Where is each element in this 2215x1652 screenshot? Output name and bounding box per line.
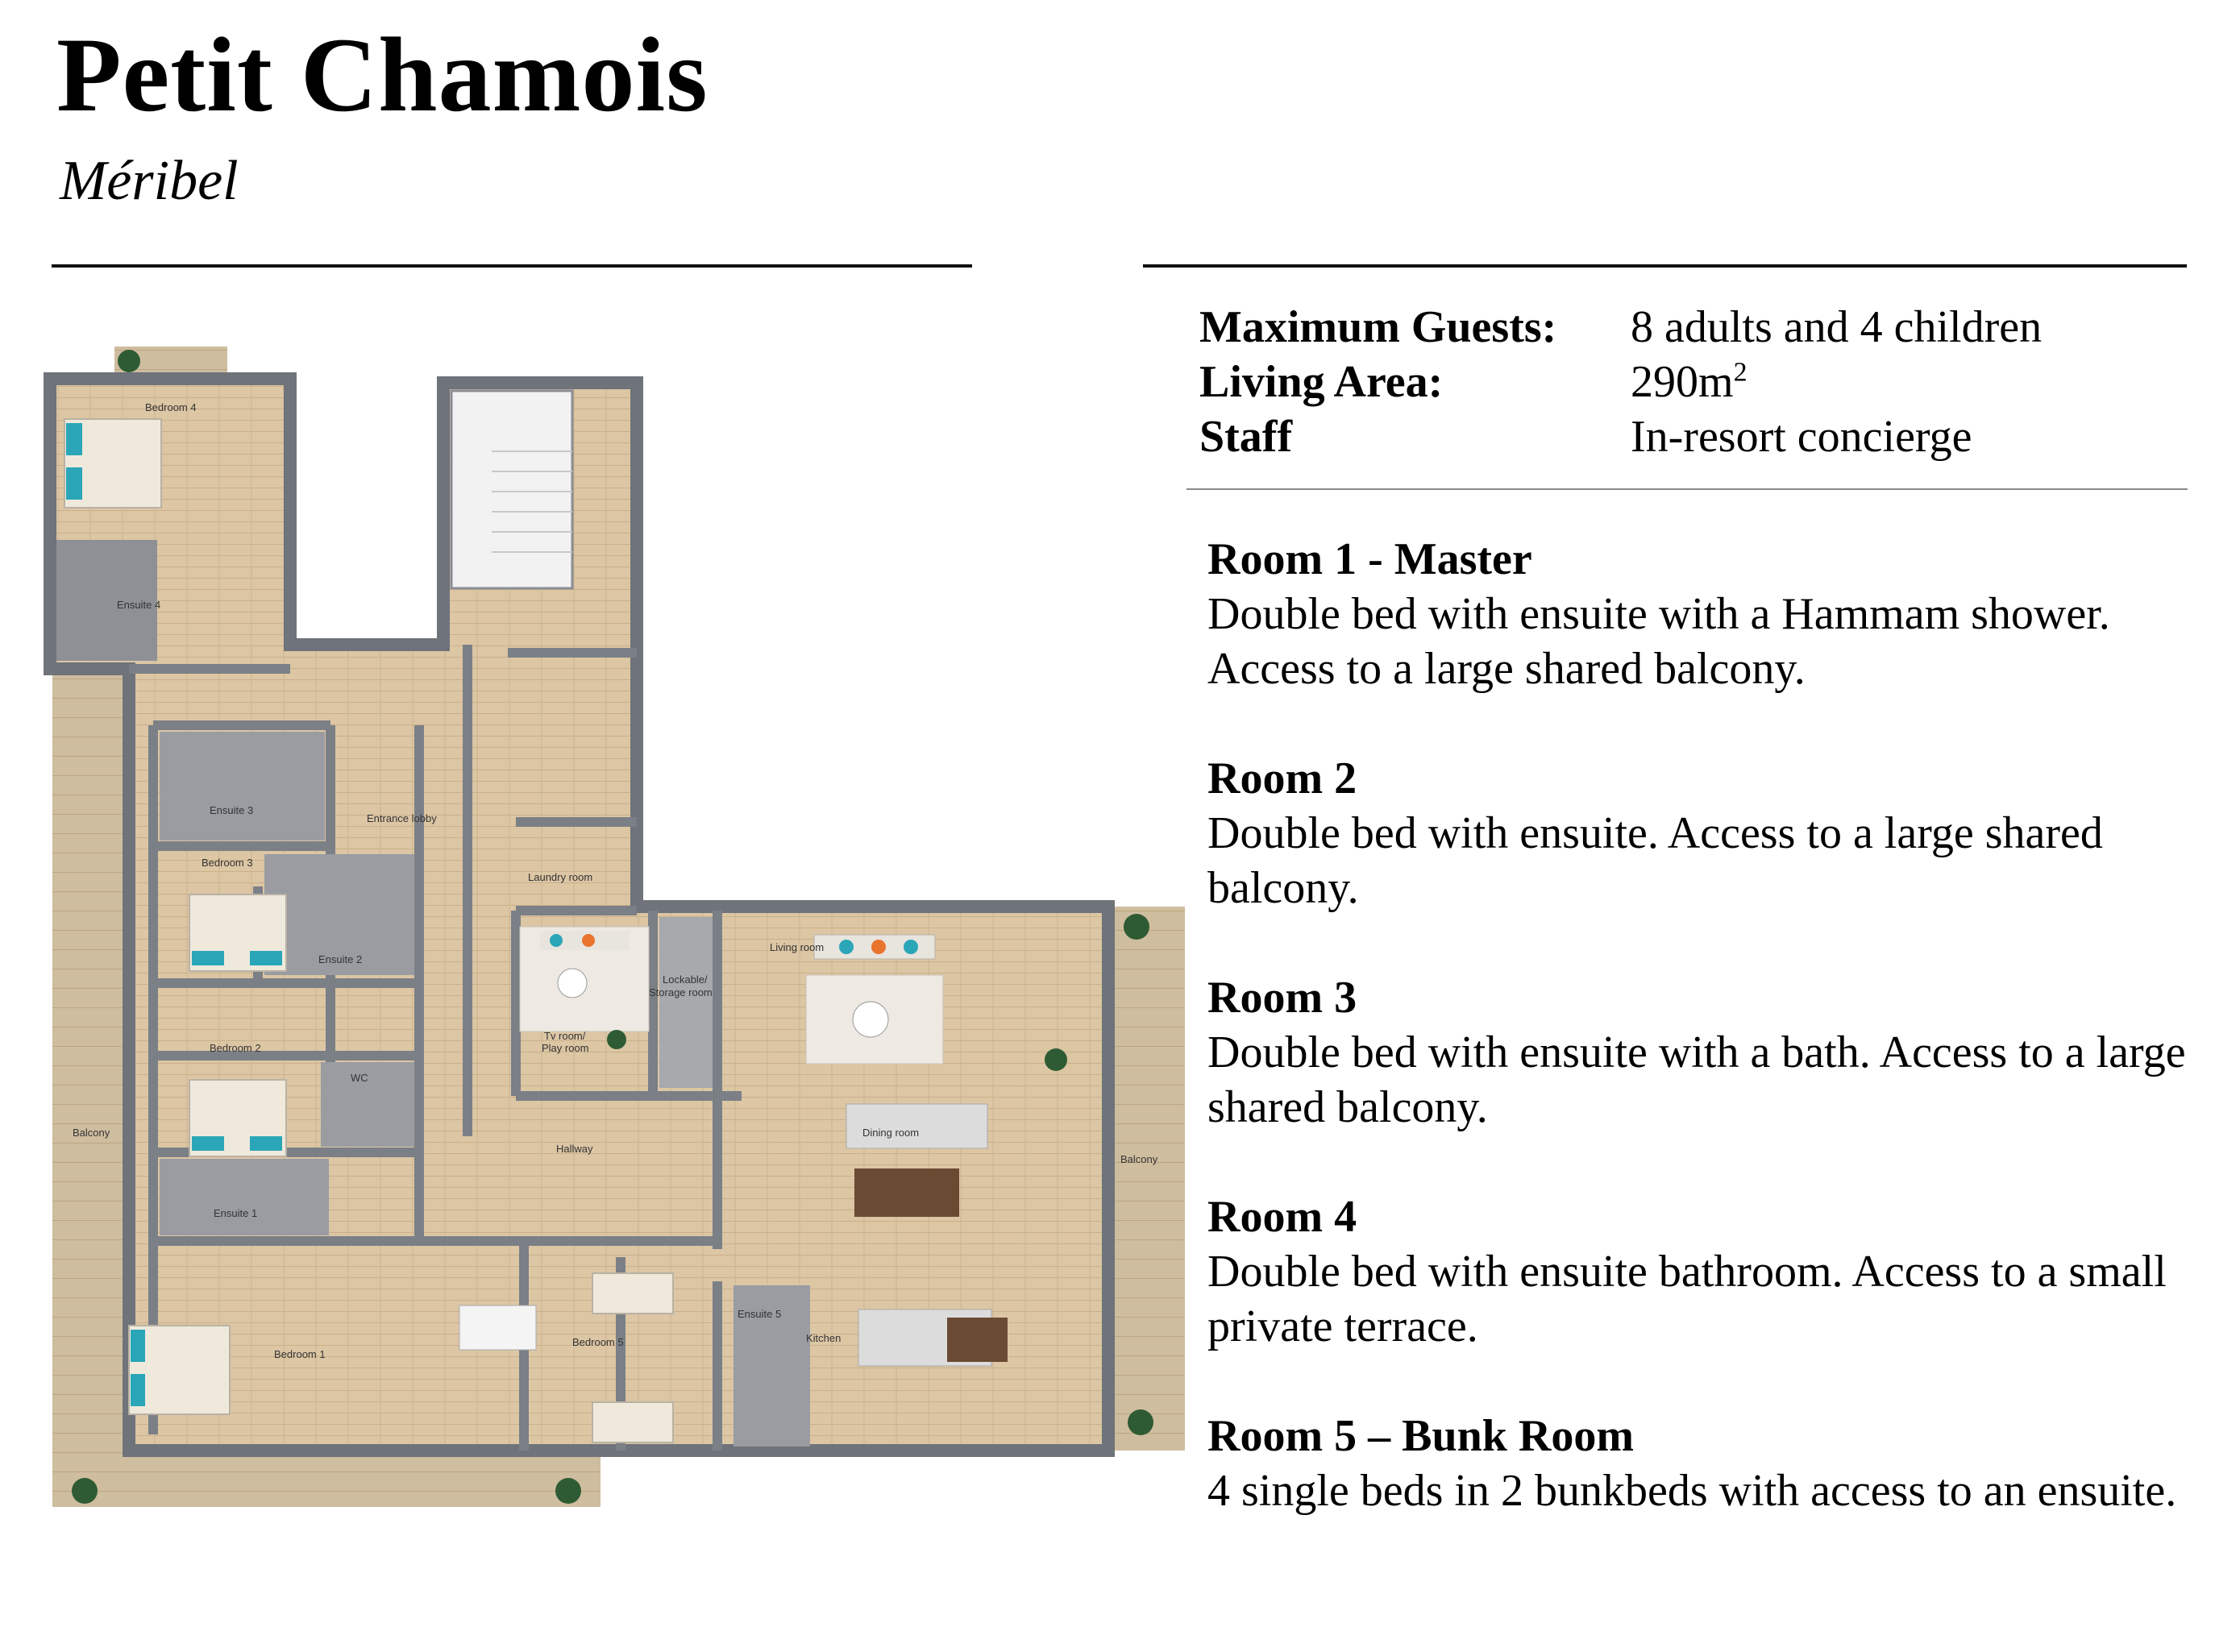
label-entrance-lobby: Entrance lobby [367, 812, 437, 824]
floor-plan: Bedroom 4 Ensuite 4 Entrance lobby Ensui… [44, 347, 1185, 1507]
header-divider-right [1143, 264, 2187, 268]
fact-value: 8 adults and 4 children [1631, 302, 2043, 352]
right-balcony [1108, 907, 1185, 1451]
fact-label: Living Area: [1199, 357, 1444, 407]
fact-value-text: 290m [1631, 357, 1734, 407]
room-entry: Room 1 - Master Double bed with ensuite … [1207, 532, 2199, 696]
fact-value: 290m2 [1631, 355, 1747, 409]
living-room-furniture [459, 926, 1008, 1367]
room-entry: Room 3 Double bed with ensuite with a ba… [1207, 970, 2199, 1135]
label-lockable: Lockable/ [663, 973, 708, 986]
fact-label: Maximum Guests: [1199, 302, 1557, 352]
storage-room [659, 917, 713, 1088]
room-title: Room 3 [1207, 973, 1357, 1023]
label-bedroom-4: Bedroom 4 [145, 401, 197, 413]
label-dining-room: Dining room [862, 1127, 919, 1139]
facts-table: Maximum Guests: 8 adults and 4 children … [1199, 300, 2042, 464]
location-subtitle: Méribel [60, 150, 239, 212]
label-bedroom-5: Bedroom 5 [572, 1336, 624, 1348]
fact-value: In-resort concierge [1631, 412, 1972, 462]
label-bedroom-1: Bedroom 1 [274, 1348, 326, 1360]
teal-pillows [66, 423, 282, 1406]
room-text: Double bed with ensuite. Access to a lar… [1207, 808, 2103, 913]
room-title: Room 2 [1207, 753, 1357, 803]
room-entry: Room 2 Double bed with ensuite. Access t… [1207, 751, 2199, 915]
label-ensuite-5: Ensuite 5 [738, 1308, 781, 1320]
stairwell [450, 389, 574, 590]
room-text: Double bed with ensuite with a bath. Acc… [1207, 1027, 2186, 1132]
label-ensuite-3: Ensuite 3 [210, 804, 253, 816]
room-title: Room 1 - Master [1207, 534, 1532, 584]
label-ensuite-4: Ensuite 4 [117, 599, 160, 611]
label-storage-room: Storage room [649, 986, 713, 998]
label-balcony-left: Balcony [73, 1127, 110, 1139]
room-text: Double bed with ensuite bathroom. Access… [1207, 1247, 2167, 1351]
label-kitchen: Kitchen [806, 1332, 841, 1344]
fact-label: Staff [1199, 412, 1293, 462]
stair-steps [492, 450, 572, 553]
wc-tiles [321, 1062, 414, 1147]
fact-row-staff: Staff In-resort concierge [1199, 409, 2042, 464]
label-bedroom-3: Bedroom 3 [202, 857, 253, 869]
left-balcony [52, 669, 129, 1507]
ensuite4-tiles [56, 540, 157, 661]
label-laundry-room: Laundry room [528, 871, 592, 883]
label-bedroom-2: Bedroom 2 [210, 1042, 261, 1054]
room-text: 4 single beds in 2 bunkbeds with access … [1207, 1466, 2177, 1516]
ensuite1-tiles [160, 1159, 329, 1235]
room-entry: Room 5 – Bunk Room 4 single beds in 2 bu… [1207, 1409, 2199, 1518]
property-title: Petit Chamois [56, 15, 709, 134]
fact-row-guests: Maximum Guests: 8 adults and 4 children [1199, 300, 2042, 355]
plants [72, 350, 1153, 1504]
room-text: Double bed with ensuite with a Hammam sh… [1207, 589, 2110, 694]
room-title: Room 5 – Bunk Room [1207, 1411, 1634, 1461]
ensuite2-tiles [264, 854, 414, 975]
label-balcony-right: Balcony [1120, 1153, 1158, 1165]
label-tv-room: Tv room/ [544, 1030, 586, 1042]
label-wc: WC [351, 1072, 368, 1084]
label-play-room: Play room [542, 1042, 589, 1054]
room-title: Room 4 [1207, 1192, 1357, 1242]
label-hallway: Hallway [556, 1143, 593, 1155]
label-ensuite-1: Ensuite 1 [214, 1207, 257, 1219]
facts-divider [1186, 488, 2188, 490]
room-descriptions: Room 1 - Master Double bed with ensuite … [1207, 532, 2199, 1573]
label-living-room: Living room [770, 941, 824, 953]
ensuite5-tiles [733, 1285, 810, 1447]
fact-value-superscript: 2 [1733, 357, 1747, 388]
header-divider-left [52, 264, 972, 268]
label-ensuite-2: Ensuite 2 [318, 953, 362, 965]
room-entry: Room 4 Double bed with ensuite bathroom.… [1207, 1189, 2199, 1354]
ensuite3-tiles [160, 732, 325, 841]
fact-row-living-area: Living Area: 290m2 [1199, 355, 2042, 409]
